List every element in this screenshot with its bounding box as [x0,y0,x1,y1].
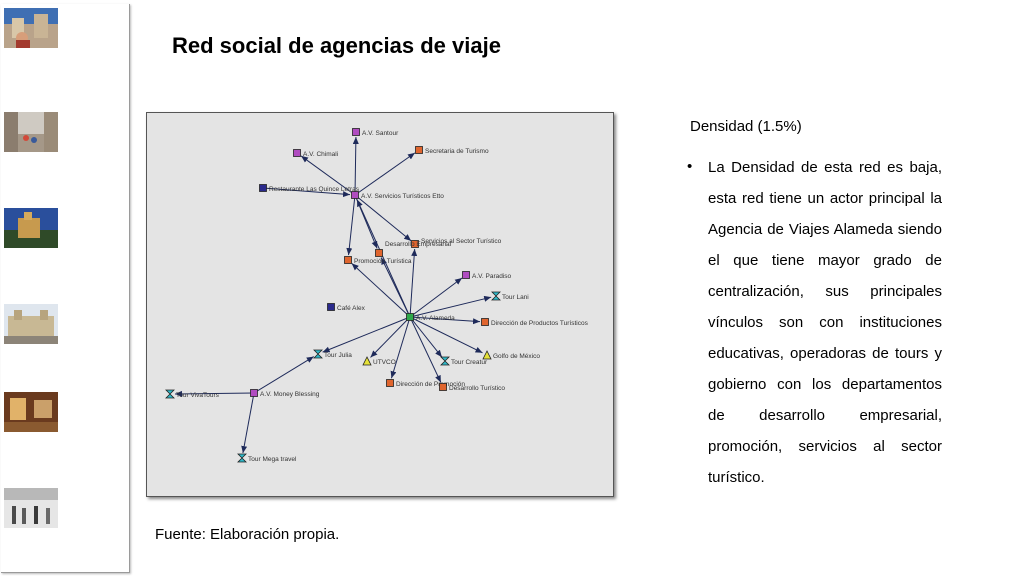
node-label-direccion-de-productos-turisticos: Dirección de Productos Turísticos [491,320,589,327]
node-label-tour-julia: Tour Julia [324,352,352,359]
node-direccion-de-productos-turisticos [481,318,489,326]
edge-etto-to-servicios [354,194,412,242]
node-a-v-paradiso [462,271,470,279]
node-servicios-al-sector-turistico [411,240,419,248]
node-label-a-v-paradiso: A.V. Paradiso [472,273,512,280]
side-thumbnail-strip [1,4,130,573]
node-label-cafe-alex: Café Alex [337,305,366,312]
edge-money-to-mega [241,392,255,454]
node-tour-lani [491,291,501,301]
node-utvco [362,356,372,366]
edge-alameda-to-paraiso [409,277,463,318]
edge-quince-to-etto [262,187,351,198]
node-tour-julia [313,349,323,359]
node-label-promocion-turistica: Promoción Turística [354,258,412,265]
edge-etto-to-chimali [300,155,356,196]
node-label-tour-creatur: Tour Creatur [451,359,488,366]
node-label-a-v-chimali: A.V. Chimali [303,151,338,158]
edge-etto-to-secretaria [354,152,416,196]
node-label-golfo-de-mexico: Golfo de México [493,353,540,360]
node-label-tour-lani: Tour Lani [502,294,529,301]
edge-alameda-to-desarrollo [380,257,411,318]
edge-alameda-to-utvco [370,316,411,358]
node-a-v-servicios-turisticos-etto [351,191,359,199]
edge-alameda-to-lani [409,295,492,318]
node-label-servicios-al-sector-turistico: Servicios al Sector Turístico [421,238,502,245]
node-label-secretaria-de-turismo: Secretaria de Turismo [425,148,489,155]
node-secretaria-de-turismo [415,146,423,154]
node-promocion-turistica [344,256,352,264]
edge-etto-to-santour [352,136,359,196]
edge-money-to-vivatours [174,390,255,397]
edge-alameda-to-dirpromocion [390,316,411,379]
node-label-a-v-alameda: A.V. Alameda [416,315,455,322]
node-tour-creatur [440,356,450,366]
edge-alameda-to-golfo [409,316,483,354]
node-label-utvco: UTVCO [373,359,396,366]
node-label-desarrollo-empresarial: Desarrollo Empresarial [385,241,452,248]
edge-alameda-to-julia [322,316,411,353]
node-label-restaurante-las-quince-letras: Restaurante Las Quince Letras [269,186,360,193]
figure-caption: Fuente: Elaboración propia. [155,526,340,543]
node-cafe-alex [327,303,335,311]
density-description: La Densidad de esta red es baja, esta re… [708,159,942,486]
node-a-v-chimali [293,149,301,157]
node-desarrollo-empresarial [375,249,383,257]
density-heading: Densidad (1.5%) [690,118,802,135]
bullet-marker: • [687,158,693,175]
edge-alameda-to-creatur [409,316,443,358]
node-label-a-v-servicios-turisticos-etto: A.V. Servicios Turísticos Etto [361,193,444,200]
node-direccion-de-promocion [386,379,394,387]
node-a-v-santour [352,128,360,136]
node-tour-mega-travel [237,453,247,463]
edge-alameda-to-dirproductos [409,316,481,325]
edge-alameda-to-promocion [351,263,411,318]
node-a-v-alameda [406,313,414,321]
photo-thumbnail-1 [4,8,58,48]
photo-thumbnail-4 [4,304,58,344]
node-tour-vivatours [165,389,175,399]
slide-title: Red social de agencias de viaje [172,33,501,58]
node-golfo-de-mexico [482,350,492,360]
photo-thumbnail-6 [4,488,58,528]
node-restaurante-las-quince-letras [259,184,267,192]
edge-etto-to-promocion [346,194,356,256]
node-label-a-v-money-blessing: A.V. Money Blessing [260,391,320,398]
node-desarrollo-turistico [439,383,447,391]
node-a-v-money-blessing [250,389,258,397]
edge-alameda-to-servicios [409,248,418,318]
node-label-tour-vivatours: Tour VivaTours [176,392,220,399]
node-label-a-v-santour: A.V. Santour [362,130,399,137]
node-label-direccion-de-promocion: Dirección de Promoción [396,381,465,388]
edge-alameda-to-desturistico [409,316,442,383]
edge-money-to-julia [253,356,314,394]
photo-thumbnail-3 [4,208,58,248]
photo-thumbnail-5 [4,392,58,432]
node-label-tour-mega-travel: Tour Mega travel [248,456,297,463]
photo-thumbnail-2 [4,112,58,152]
node-label-desarrollo-turistico: Desarrollo Turístico [449,385,505,392]
